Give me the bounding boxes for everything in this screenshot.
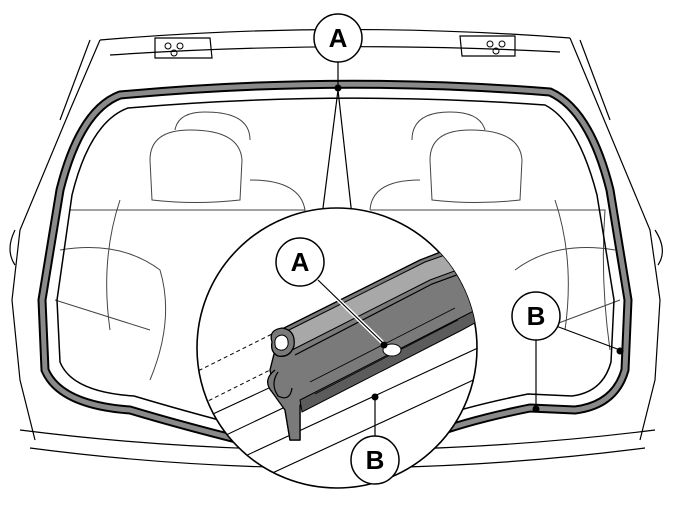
tailgate-seal-band	[37, 79, 633, 451]
callout-a-inset-label: A	[291, 247, 310, 277]
callout-b-inset-label: B	[366, 445, 385, 475]
callout-circle-b-right	[511, 291, 561, 341]
inset-leader-lines	[321, 89, 353, 217]
inset-hole	[382, 343, 402, 357]
callout-a-top: A	[313, 13, 363, 92]
callout-circle-b-inset	[350, 435, 400, 485]
magnified-inset	[196, 207, 478, 489]
seal-lower-right-points	[532, 405, 540, 413]
callout-circle-a-top	[313, 13, 363, 63]
callout-b-right: B	[511, 291, 624, 413]
callout-b-inset: B	[350, 393, 400, 485]
callout-circle-a-inset	[275, 237, 325, 287]
inset-lip	[371, 393, 379, 401]
seal-right-point	[616, 347, 624, 355]
callout-a-top-label: A	[329, 23, 348, 53]
callout-b-right-label: B	[527, 301, 546, 331]
seal-top-point	[334, 84, 342, 92]
callout-a-inset: A	[275, 237, 388, 349]
hinge-holes	[164, 40, 506, 57]
